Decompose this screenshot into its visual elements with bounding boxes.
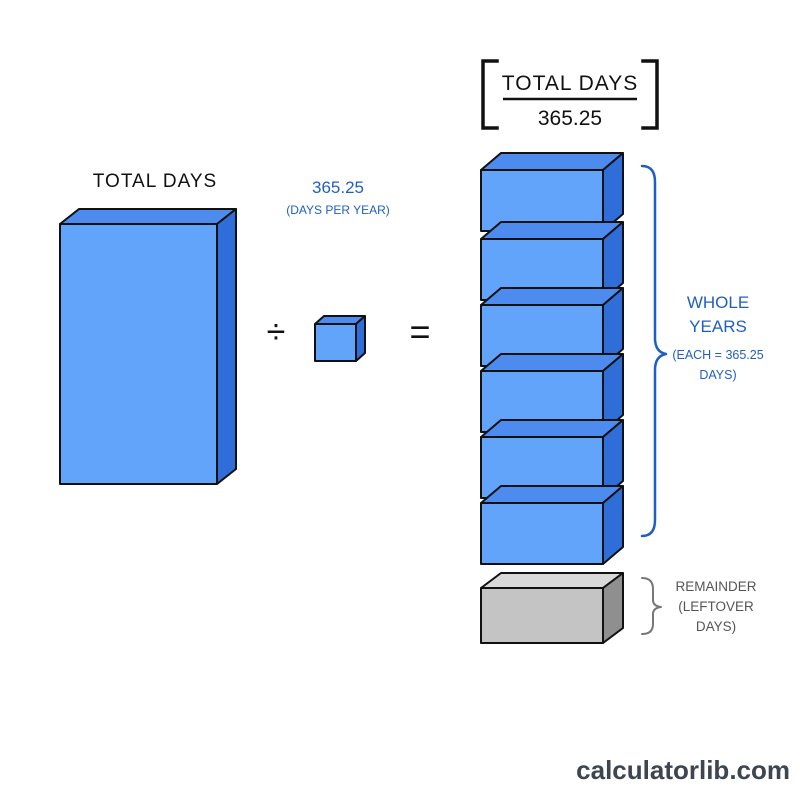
year-block-2-top-face — [480, 221, 624, 240]
year-block-6-top-face — [480, 485, 624, 504]
formula-numerator: TOTAL DAYS — [501, 72, 639, 95]
remainder-brace — [641, 577, 662, 635]
remainder-label: REMAINDER (LEFTOVER DAYS) — [675, 579, 757, 634]
days-per-year-cube-front-face — [314, 323, 357, 362]
days-per-year-caption: (DAYS PER YEAR) — [286, 203, 390, 217]
total-days-block — [59, 208, 237, 485]
year-block-2 — [480, 221, 624, 301]
brand-watermark: calculatorlib.com — [576, 755, 790, 785]
year-block-1 — [480, 152, 624, 232]
whole-years-brace — [640, 164, 668, 538]
total-days-block-side-face — [216, 208, 237, 485]
formula-right-bracket — [641, 59, 659, 130]
whole-years-label: WHOLE YEARS — [686, 293, 750, 336]
remainder-block-front-face — [480, 587, 604, 644]
year-block-5-top-face — [480, 419, 624, 438]
year-block-1-top-face — [480, 152, 624, 171]
formula-denominator: 365.25 — [537, 107, 603, 130]
year-block-6 — [480, 485, 624, 565]
total-days-label: TOTAL DAYS — [92, 171, 218, 192]
year-block-4-top-face — [480, 353, 624, 372]
remainder-block-top-face — [480, 572, 624, 589]
year-block-1-front-face — [480, 169, 604, 232]
remainder-block — [480, 572, 624, 644]
equals-operator: = — [409, 311, 431, 352]
year-block-6-front-face — [480, 502, 604, 565]
formula-left-bracket — [481, 59, 499, 130]
total-days-block-front-face — [59, 223, 218, 485]
total-days-block-top-face — [59, 208, 237, 225]
days-per-year-cube-side-face — [355, 315, 366, 362]
days-per-year-cube — [314, 315, 366, 362]
divide-operator: ÷ — [266, 313, 286, 351]
whole-years-caption: (EACH = 365.25 DAYS) — [672, 348, 764, 382]
days-per-year-value: 365.25 — [312, 178, 364, 197]
year-block-3-top-face — [480, 287, 624, 306]
